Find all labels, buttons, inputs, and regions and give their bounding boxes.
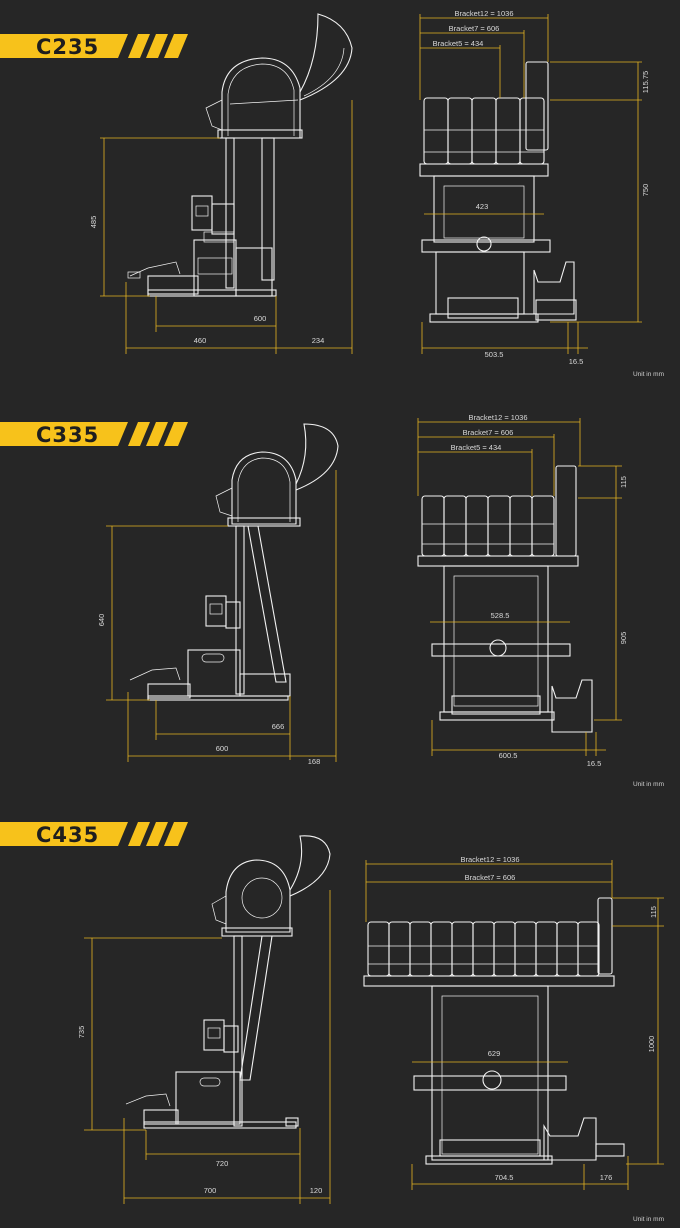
ams-units [421,495,555,557]
dim-height: 735 [77,1026,86,1039]
dim-height: 485 [89,216,98,229]
dim-depth-base: 600 [254,314,267,323]
bracket7-label: Bracket7 = 606 [449,24,500,33]
model-banner: C435 [0,822,188,847]
front-view-drawing [417,465,593,733]
model-banner: C335 [0,422,188,447]
dim-foot: 16.5 [569,357,584,366]
front-view-drawing [363,897,625,1165]
dim-gantry: 528.5 [491,611,510,620]
dim-rear: 460 [194,336,207,345]
unit-note: Unit in mm [633,781,664,788]
section-c435: C435 735 720 700 120 [0,800,680,1228]
model-banner: C235 [0,34,188,59]
dim-gantry: 423 [476,202,489,211]
side-view-dimensions: 735 720 700 120 [77,890,331,1204]
front-view-dimensions: Bracket12 = 1036 Bracket7 = 606 115 1000… [365,855,664,1190]
unit-note: Unit in mm [633,1216,664,1223]
bracket7-label: Bracket7 = 606 [465,873,516,882]
front-view-drawing [419,61,577,323]
dim-rear: 600 [216,744,229,753]
section-c335: C335 640 666 600 1 [0,400,680,800]
model-title: C335 [36,423,99,447]
dim-gantry: 629 [488,1049,501,1058]
model-title: C235 [36,35,99,59]
dim-height: 905 [619,632,628,645]
bracket5-label: Bracket5 = 434 [451,443,502,452]
side-view-dimensions: 485 600 460 234 [89,100,353,354]
dim-front: 234 [312,336,325,345]
dim-height: 640 [97,614,106,627]
dim-width: 503.5 [485,350,504,359]
dim-front: 120 [310,1186,323,1195]
dim-width: 704.5 [495,1173,514,1182]
bracket7-label: Bracket7 = 606 [463,428,514,437]
dim-foot: 176 [600,1173,613,1182]
side-view-drawing [127,13,353,297]
dim-top-offset: 115.75 [641,71,650,93]
dim-width: 600.5 [499,751,518,760]
dim-depth-base: 720 [216,1159,229,1168]
bracket12-label: Bracket12 = 1036 [454,9,513,18]
dim-height: 1000 [647,1036,656,1053]
front-view-dimensions: Bracket12 = 1036 Bracket7 = 606 Bracket5… [419,9,650,366]
bracket12-label: Bracket12 = 1036 [468,413,527,422]
front-view-dimensions: Bracket12 = 1036 Bracket7 = 606 Bracket5… [417,413,628,768]
side-view-dimensions: 640 666 600 168 [97,470,337,766]
dim-front: 168 [308,757,321,766]
dim-rear: 700 [204,1186,217,1195]
dim-top-offset: 115 [619,476,628,488]
model-title: C435 [36,823,99,847]
dim-foot: 16.5 [587,759,602,768]
unit-note: Unit in mm [633,371,664,378]
bracket5-label: Bracket5 = 434 [433,39,484,48]
dim-top-offset: 115 [649,906,658,918]
side-view-drawing [125,835,331,1129]
section-c235: C235 485 [0,0,680,400]
side-view-drawing [129,423,339,701]
dim-height: 750 [641,184,650,197]
ams-units [367,921,600,977]
dim-depth-base: 666 [272,722,285,731]
bracket12-label: Bracket12 = 1036 [460,855,519,864]
